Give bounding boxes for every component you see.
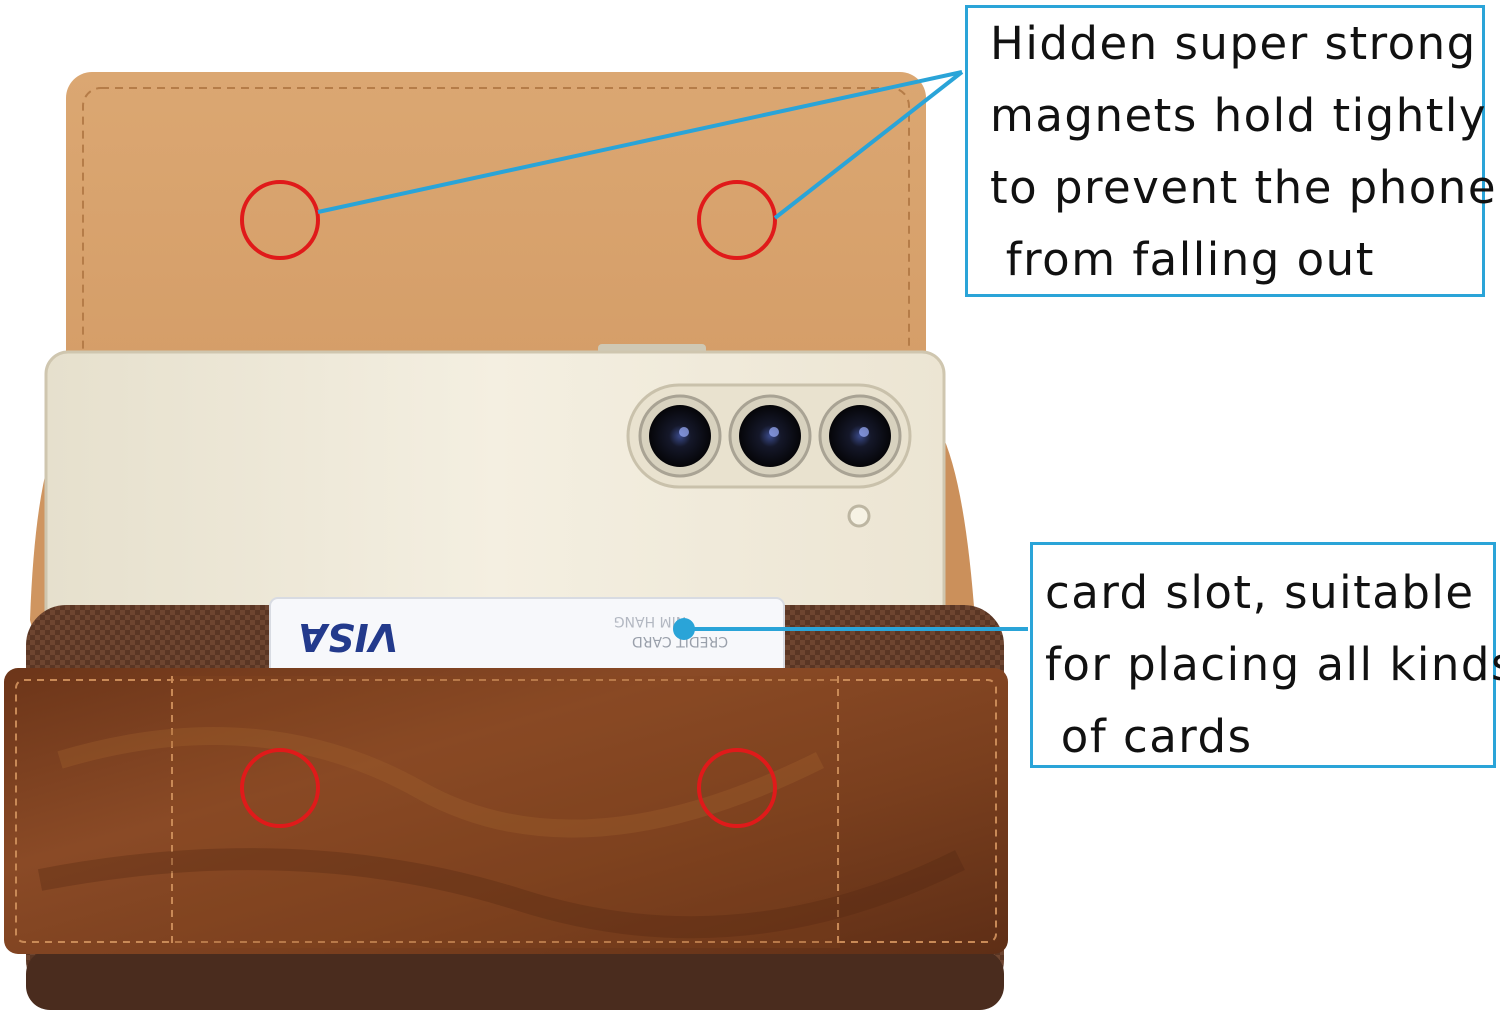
foldable-phone [44,344,946,674]
camera-lens-1 [638,394,722,478]
magnet-marker-top-right [697,180,777,260]
magnets-callout-line-4: from falling out [990,233,1375,286]
card-leader-line [673,618,1028,640]
card-fine-print-2: NIM HANG [614,613,687,629]
card-callout-line-3: of cards [1045,710,1253,763]
card-callout-line-2: for placing all kinds [1045,638,1500,691]
card-fine-print-1: CREDIT CARD [632,633,728,649]
card-brand-logo: VISA [298,615,398,659]
magnets-callout-line-2: magnets hold tightly [990,89,1488,142]
magnets-callout-box: Hidden super strong magnets hold tightly… [965,5,1498,297]
magnet-marker-top-left [240,180,320,260]
magnet-marker-bottom-left [240,748,320,828]
camera-lens-3 [818,394,902,478]
magnets-callout-line-3: to prevent the phone [990,161,1498,214]
camera-lens-2 [728,394,812,478]
leather-front-strap [4,668,1008,954]
magnet-marker-bottom-right [697,748,777,828]
camera-flash [847,504,871,528]
card-slot-callout-box: card slot, suitable for placing all kind… [1030,542,1500,768]
magnets-callout-line-1: Hidden super strong [990,17,1477,70]
magnet-leader-lines [317,70,964,220]
card-callout-line-1: card slot, suitable [1045,566,1475,619]
